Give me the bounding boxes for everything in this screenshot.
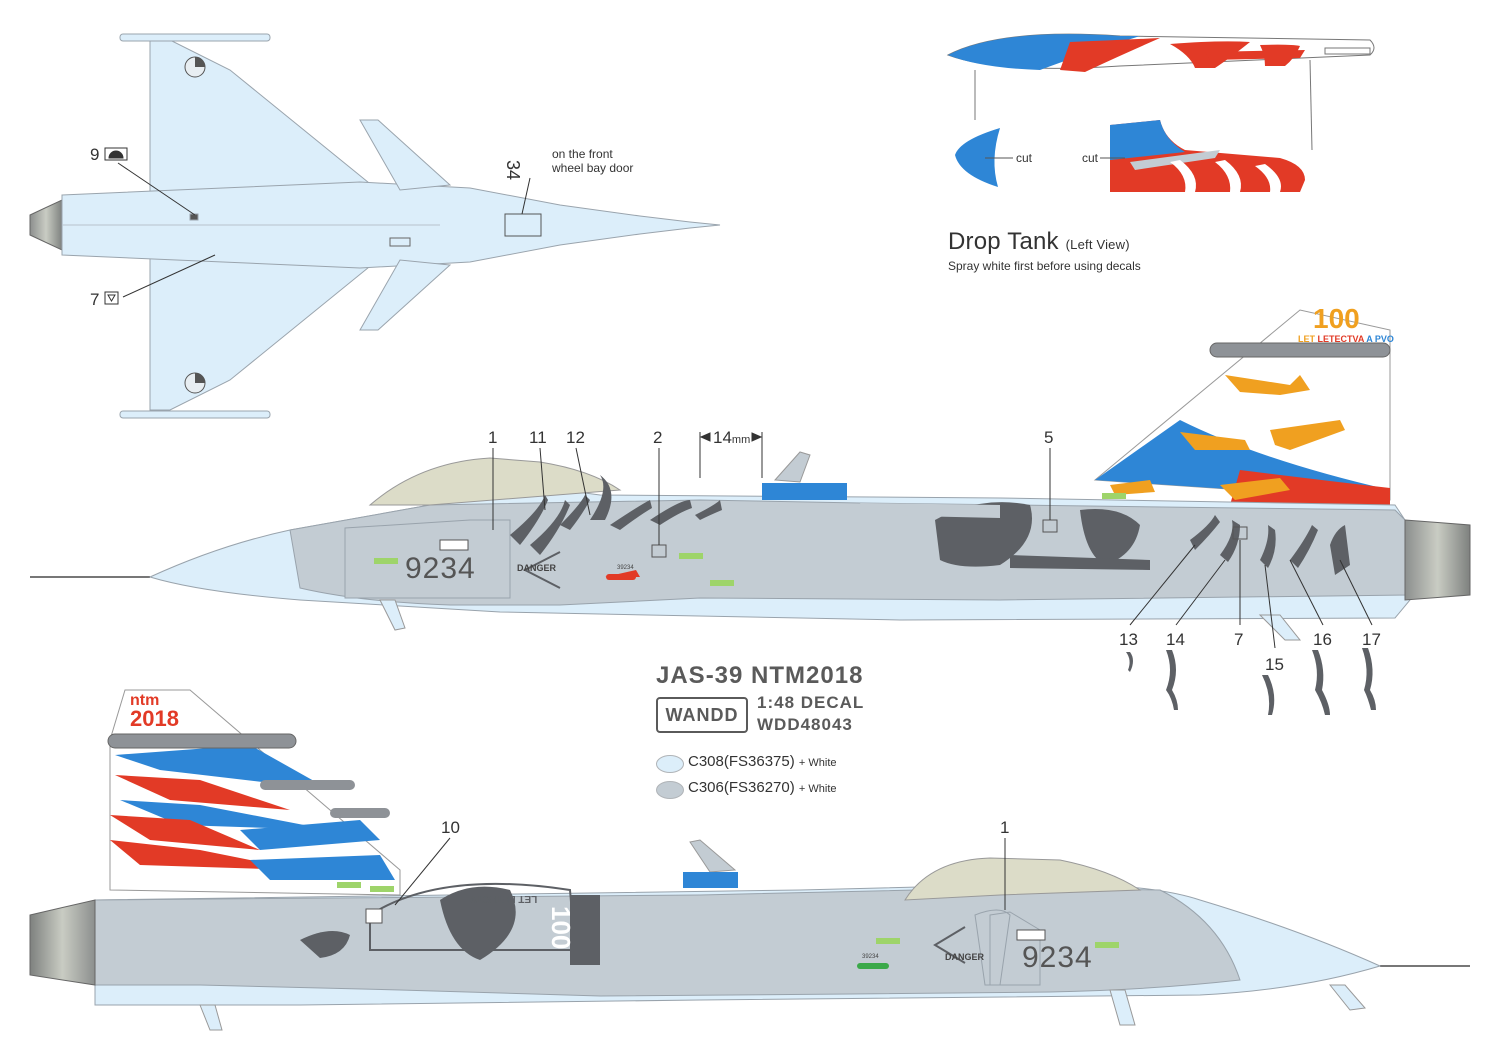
right-canopy — [368, 457, 622, 506]
drop-tank-cut-label-2: cut — [1082, 151, 1099, 165]
callout-17: 17 — [1362, 630, 1381, 649]
legend-code-2: C306(FS36270) — [688, 779, 795, 796]
top-nozzle — [29, 199, 63, 251]
top-canard-upper — [359, 119, 452, 191]
measure-value: 14 — [713, 428, 732, 447]
tail-number-right: 100 — [1313, 303, 1360, 334]
brand-logo: WANDD — [656, 697, 748, 733]
top-view-aircraft — [29, 33, 721, 419]
serial-right: 9234 — [405, 552, 476, 585]
serial-left: 9234 — [1022, 941, 1093, 974]
callout-7-right: 7 — [1234, 630, 1244, 649]
callout-10: 10 — [441, 818, 460, 837]
loose-stripe-decals — [1126, 648, 1376, 715]
missile-serial-left: 39234 — [862, 954, 879, 960]
top-canard-lower — [359, 259, 452, 331]
top-wing-lower — [149, 249, 392, 411]
measure-unit: mm — [731, 434, 751, 446]
callout-34: 34 — [503, 160, 523, 181]
top-wingtip-rail-lower — [119, 410, 271, 419]
legend-item-1: C308(FS36375) + White — [688, 753, 837, 770]
left-side-leaders — [394, 837, 1006, 910]
drop-tank-cut-piece-1 — [955, 128, 1000, 187]
drop-tank-cut-label-1: cut — [1016, 151, 1033, 165]
drop-tank-note: Spray white first before using decals — [948, 259, 1141, 273]
tail-caption-d: PVO — [1374, 334, 1394, 344]
callout-1-left: 1 — [1000, 818, 1010, 837]
tail-caption-c: A — [1366, 334, 1373, 344]
drop-tank-title-note: (Left View) — [1065, 237, 1130, 252]
top-view-leaders — [104, 147, 531, 305]
legend-item-2: C306(FS36270) + White — [688, 779, 837, 796]
legend-suffix-2: + White — [798, 783, 837, 795]
right-side-aircraft — [30, 309, 1471, 641]
left-canopy — [904, 857, 1142, 901]
danger-right: DANGER — [517, 563, 557, 573]
callout-15: 15 — [1265, 655, 1284, 674]
legend-swatch-medium-gray — [656, 781, 684, 799]
left-side-aircraft — [29, 689, 1470, 1031]
callout-13: 13 — [1119, 630, 1138, 649]
tail-caption-b: LETECTVA — [1317, 334, 1365, 344]
callout-14: 14 — [1166, 630, 1185, 649]
brand-title: JAS-39 NTM2018 — [656, 662, 864, 689]
left-nozzle — [29, 899, 96, 986]
top-wingtip-rail-upper — [119, 33, 271, 42]
brand-scale: 1:48 DECAL — [757, 693, 865, 712]
right-nozzle — [1404, 519, 1471, 601]
measure-label: 14mm — [713, 428, 750, 448]
note-34-line2: wheel bay door — [552, 161, 634, 175]
side-text-left: LET LETECTV — [470, 893, 538, 904]
tail-top-left: ntm — [130, 692, 160, 709]
drop-tank-title: Drop Tank (Left View) — [948, 228, 1130, 256]
callout-5: 5 — [1044, 428, 1054, 447]
tail-caption-a: LET — [1298, 334, 1315, 344]
danger-left: DANGER — [945, 952, 985, 962]
callout-7: 7 — [90, 290, 100, 309]
callout-1-right: 1 — [488, 428, 498, 447]
big-number-left: 100 — [546, 906, 576, 950]
missile-serial-right: 39234 — [617, 565, 634, 571]
drop-tank-title-text: Drop Tank — [948, 228, 1059, 255]
callout-16: 16 — [1313, 630, 1332, 649]
brand-code: WDD48043 — [757, 715, 853, 734]
drop-tank-artwork — [946, 33, 1375, 192]
legend-swatch-light-blue — [656, 755, 684, 773]
callout-11: 11 — [529, 428, 547, 447]
brand-logo-text: WANDD — [665, 704, 739, 725]
tail-caption-right: LET LETECTVA A PVO — [1298, 334, 1394, 344]
legend-suffix-1: + White — [798, 757, 837, 769]
right-side-leaders — [492, 432, 1373, 649]
note-34-line1: on the front — [552, 147, 613, 161]
callout-9: 9 — [90, 145, 100, 164]
callout-2: 2 — [653, 428, 663, 447]
callout-12: 12 — [566, 428, 585, 447]
tail-year-left: 2018 — [130, 706, 179, 731]
legend-code-1: C308(FS36375) — [688, 753, 795, 770]
